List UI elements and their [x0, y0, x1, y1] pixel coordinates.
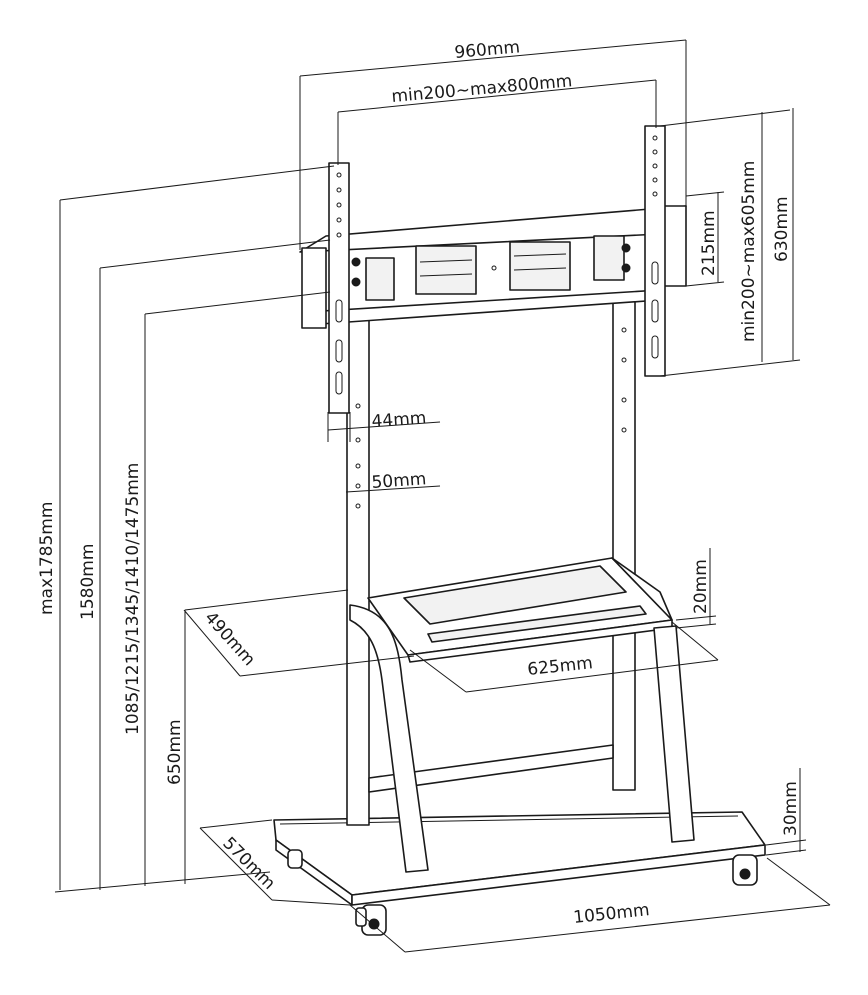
label-height-steps: 1085/1215/1345/1410/1475mm: [123, 463, 143, 735]
label-44mm: 44mm: [371, 408, 427, 432]
label-vesa-vertical: min200~max605mm: [739, 161, 759, 342]
label-630mm: 630mm: [772, 196, 792, 262]
vesa-arm-left: [328, 162, 350, 414]
label-20mm: 20mm: [691, 559, 711, 614]
label-vesa-horizontal: min200~max800mm: [391, 71, 573, 107]
caster-front-right: [732, 854, 758, 886]
caster-back-left: [287, 849, 303, 869]
label-1050mm: 1050mm: [572, 900, 650, 928]
shelf-leg-left: [349, 604, 429, 873]
column-right: [612, 229, 636, 791]
label-650mm: 650mm: [165, 719, 185, 785]
label-960mm: 960mm: [454, 37, 521, 63]
label-625mm: 625mm: [526, 653, 593, 680]
column-left: [346, 234, 370, 826]
label-max1785mm: max1785mm: [37, 502, 57, 615]
vesa-arm-right: [644, 125, 666, 377]
label-1580mm: 1580mm: [78, 544, 98, 620]
lower-crossbar: [368, 744, 614, 793]
caster-front-left: [355, 904, 387, 936]
label-215mm: 215mm: [699, 210, 719, 276]
label-30mm: 30mm: [781, 781, 801, 836]
dimension-lines: [54, 39, 831, 953]
label-50mm: 50mm: [371, 469, 427, 493]
label-570mm: 570mm: [218, 833, 279, 894]
base-plate: [273, 811, 766, 906]
shelf-leg-right: [653, 625, 695, 843]
shelf: [367, 557, 673, 663]
